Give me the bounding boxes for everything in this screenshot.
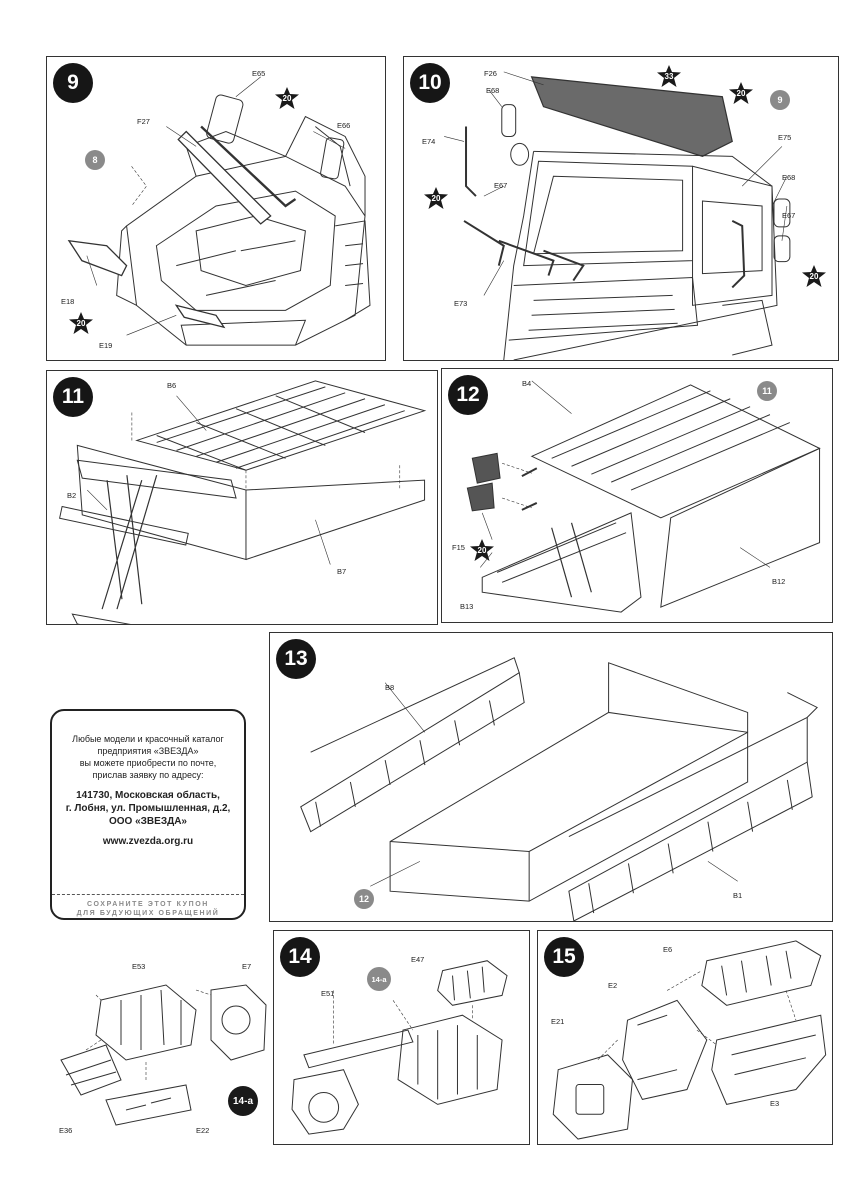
- coupon-address-1: 141730, Московская область,: [76, 790, 220, 801]
- part-label-e22: E22: [196, 1126, 210, 1135]
- step-number-13: 13: [276, 639, 316, 679]
- step-11-panel: 11 B6 B2 B7: [46, 370, 438, 625]
- part-label-f15: F15: [452, 543, 465, 552]
- glue-star-icon: 33: [657, 65, 681, 87]
- reference-step-12: 12: [354, 889, 374, 909]
- step-13-panel: 13 B8 B1 12: [269, 632, 833, 922]
- glue-star-icon: 20: [802, 265, 826, 287]
- step-14a-badge: 14-a: [228, 1086, 258, 1116]
- step-number-9: 9: [53, 63, 93, 103]
- transmission-assembly-drawing: [274, 931, 529, 1144]
- body-frame-drawing: [47, 371, 437, 624]
- coupon-address-3: ООО «ЗВЕЗДА»: [108, 816, 187, 827]
- step-9-panel: 9 E65 E66 F27 E18 E19 8 20 20: [46, 56, 386, 361]
- glue-star-icon: 20: [470, 539, 494, 561]
- coupon-line-2: предприятия «ЗВЕЗДА»: [97, 746, 199, 756]
- transmission-exploded-drawing: [46, 950, 271, 1135]
- part-label-e67: E67: [494, 181, 508, 190]
- step-number-11: 11: [53, 377, 93, 417]
- coupon-line-3: вы можете приобрести по почте,: [79, 758, 217, 768]
- part-label-e65: E65: [252, 69, 266, 78]
- part-label-e7: E7: [242, 962, 252, 971]
- part-label-e36: E36: [59, 1126, 73, 1135]
- part-label-e51: E51: [321, 989, 335, 998]
- chassis-assembly-drawing: [538, 931, 832, 1144]
- part-label-e18: E18: [61, 297, 75, 306]
- reference-step-9: 9: [770, 90, 790, 110]
- part-label-b8: B8: [385, 683, 395, 692]
- part-label-e67-right: E67: [782, 211, 796, 220]
- part-label-e74: E74: [422, 137, 436, 146]
- step-10-panel: 10 F26 E68 E74 E67 E73 E75 E68 E67 9 33 …: [403, 56, 839, 361]
- reference-step-11: 11: [757, 381, 777, 401]
- part-label-f27: F27: [137, 117, 150, 126]
- step-14a-area: E53 E7 E36 E22 14-a: [46, 950, 271, 1135]
- part-label-b13: B13: [460, 602, 474, 611]
- part-label-b4: B4: [522, 379, 532, 388]
- part-label-b1: B1: [733, 891, 743, 900]
- part-label-e2: E2: [608, 981, 618, 990]
- part-label-b6: B6: [167, 381, 177, 390]
- keep-coupon-line-1: СОХРАНИТЕ ЭТОТ КУПОН: [87, 901, 209, 908]
- glue-star-icon: 20: [729, 82, 753, 104]
- coupon-address-2: г. Лобня, ул. Промышленная, д.2,: [65, 803, 231, 814]
- keep-coupon-line-2: ДЛЯ БУДУЮЩИХ ОБРАЩЕНИЙ: [76, 910, 220, 917]
- part-label-e53: E53: [132, 962, 146, 971]
- step-number-10: 10: [410, 63, 450, 103]
- part-label-e73: E73: [454, 299, 468, 308]
- step-number-15: 15: [544, 937, 584, 977]
- coupon-website[interactable]: www.zvezda.org.ru: [102, 836, 194, 847]
- cab-interior-drawing: [47, 57, 385, 360]
- body-assembly-drawing: [442, 369, 832, 622]
- glue-star-icon: 20: [424, 187, 448, 209]
- reference-step-14a: 14-a: [367, 967, 391, 991]
- coupon-line-4: прислав заявку по адресу:: [92, 770, 204, 780]
- part-label-b7: B7: [337, 567, 347, 576]
- step-number-14: 14: [280, 937, 320, 977]
- coupon-line-1: Любые модели и красочный каталог: [72, 734, 224, 744]
- glue-star-icon: 20: [275, 87, 299, 109]
- part-label-e75: E75: [778, 133, 792, 142]
- part-label-e3: E3: [770, 1099, 780, 1108]
- part-label-e66: E66: [337, 121, 351, 130]
- step-number-12: 12: [448, 375, 488, 415]
- part-label-e68-right: E68: [782, 173, 796, 182]
- part-label-f26: F26: [484, 69, 497, 78]
- order-coupon: Любые модели и красочный каталог предпри…: [50, 709, 246, 920]
- part-label-b2: B2: [67, 491, 77, 500]
- part-label-e47: E47: [411, 955, 425, 964]
- dump-body-drawing: [270, 633, 832, 921]
- reference-step-8: 8: [85, 150, 105, 170]
- step-12-panel: 12 B4 F15 B13 B12 11 20: [441, 368, 833, 623]
- part-label-e19: E19: [99, 341, 113, 350]
- part-label-e21: E21: [551, 1017, 565, 1026]
- step-15-panel: 15 E6 E2 E21 E3: [537, 930, 833, 1145]
- part-label-e6: E6: [663, 945, 673, 954]
- step-14-panel: 14 E47 E51 14-a: [273, 930, 530, 1145]
- part-label-e68: E68: [486, 86, 500, 95]
- glue-star-icon: 20: [69, 312, 93, 334]
- part-label-b12: B12: [772, 577, 786, 586]
- cut-line: [52, 894, 244, 895]
- cab-exterior-drawing: [404, 57, 838, 360]
